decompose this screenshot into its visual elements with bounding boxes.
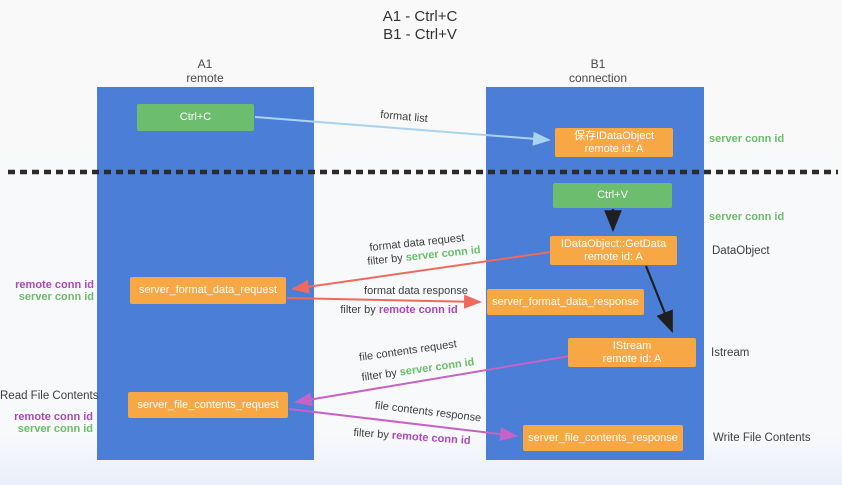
- server-conn-id-label-mid: server conn id: [709, 211, 785, 223]
- server-file-contents-request-label: server_file_contents_request: [137, 398, 279, 411]
- server-format-data-request-node: server_format_data_request: [130, 277, 286, 304]
- column-a1-label: A1: [197, 57, 213, 71]
- read-file-contents-label: Read File Contents: [0, 390, 99, 402]
- save-dataobject-line1: 保存IDataObject: [573, 129, 655, 142]
- getdata-node: IDataObject::GetData remote id: A: [550, 236, 677, 265]
- istream-line1: IStream: [612, 339, 652, 352]
- write-file-contents-label: Write File Contents: [713, 432, 811, 444]
- save-dataobject-line2: remote id: A: [584, 142, 644, 155]
- istream-line2: remote id: A: [602, 352, 662, 365]
- server-conn-id-label-left-bottom: server conn id: [17, 423, 93, 435]
- file-contents-response-label: file contents response: [374, 399, 482, 425]
- column-b1-label: B1: [590, 57, 606, 71]
- title-line-b1: B1 - Ctrl+V: [383, 26, 457, 43]
- filter-by-remote-conn-id-label-2: filter by remote conn id: [337, 426, 487, 448]
- ctrl-v-node: Ctrl+V: [553, 183, 672, 208]
- remote-conn-id-label-left-mid: remote conn id: [15, 279, 94, 291]
- column-header-a1: A1 remote: [145, 57, 265, 85]
- server-file-contents-request-node: server_file_contents_request: [128, 392, 288, 418]
- ctrl-v-label: Ctrl+V: [597, 189, 628, 201]
- server-format-data-response-node: server_format_data_response: [487, 289, 644, 315]
- format-data-response-arrow: [286, 294, 482, 309]
- filter-prefix: filter by: [353, 426, 393, 442]
- istream-side-label: Istream: [711, 347, 750, 359]
- filter-prefix: filter by: [366, 251, 407, 268]
- server-file-contents-response-node: server_file_contents_response: [523, 425, 683, 451]
- column-header-b1: B1 connection: [538, 57, 658, 85]
- remote-conn-id-text: remote conn id: [378, 304, 458, 316]
- server-file-contents-response-label: server_file_contents_response: [528, 431, 678, 444]
- filter-by-remote-conn-id-label-1: filter by remote conn id: [324, 304, 474, 316]
- dataobject-label: DataObject: [712, 245, 770, 257]
- column-b1-sublabel: connection: [568, 71, 628, 85]
- remote-conn-id-label-left-bottom: remote conn id: [14, 411, 93, 423]
- column-a1-sublabel: remote: [186, 71, 224, 85]
- remote-conn-id-text: remote conn id: [391, 429, 471, 448]
- istream-node: IStream remote id: A: [568, 338, 696, 367]
- server-conn-id-text: server conn id: [398, 356, 476, 379]
- getdata-line2: remote id: A: [584, 250, 643, 263]
- filter-prefix: filter by: [360, 366, 401, 384]
- ctrl-c-label: Ctrl+C: [179, 111, 212, 123]
- ctrl-c-node: Ctrl+C: [137, 104, 254, 131]
- diagram-title: A1 - Ctrl+C B1 - Ctrl+V: [320, 8, 520, 44]
- getdata-line1: IDataObject::GetData: [560, 237, 667, 250]
- filter-prefix: filter by: [340, 304, 379, 316]
- server-conn-id-label-left-mid: server conn id: [18, 291, 94, 303]
- format-data-response-label: format data response: [364, 285, 468, 297]
- title-line-a1: A1 - Ctrl+C: [382, 8, 458, 25]
- format-list-label: format list: [379, 108, 429, 126]
- server-conn-id-label-top: server conn id: [709, 133, 785, 145]
- save-dataobject-node: 保存IDataObject remote id: A: [555, 128, 673, 157]
- server-format-data-request-label: server_format_data_request: [138, 284, 278, 296]
- server-format-data-response-label: server_format_data_response: [492, 295, 639, 308]
